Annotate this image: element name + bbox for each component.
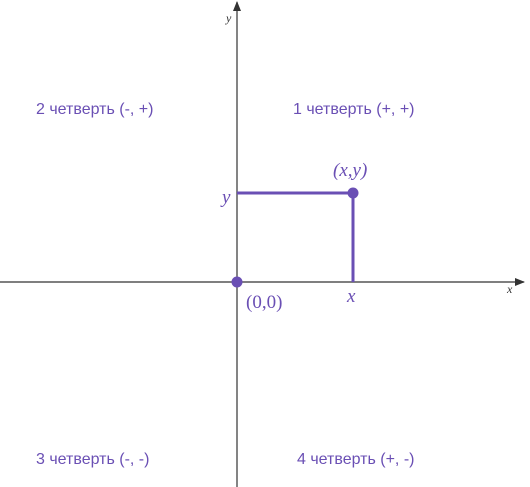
- quadrant-4-label: 4 четверть (+, -): [297, 451, 414, 468]
- quadrant-1-label: 1 четверть (+, +): [293, 101, 414, 118]
- x-axis-label: x: [506, 282, 513, 296]
- point-xy: [347, 187, 359, 199]
- quadrant-3-label: 3 четверть (-, -): [36, 451, 149, 468]
- origin-label: (0,0): [246, 292, 282, 313]
- origin-point: [231, 276, 243, 288]
- point-y-label: y: [220, 187, 231, 208]
- quadrant-2-label: 2 четверть (-, +): [36, 101, 153, 118]
- y-axis-label: y: [225, 11, 232, 25]
- point-xy-label: (x,y): [333, 160, 367, 181]
- point-x-label: x: [346, 286, 356, 307]
